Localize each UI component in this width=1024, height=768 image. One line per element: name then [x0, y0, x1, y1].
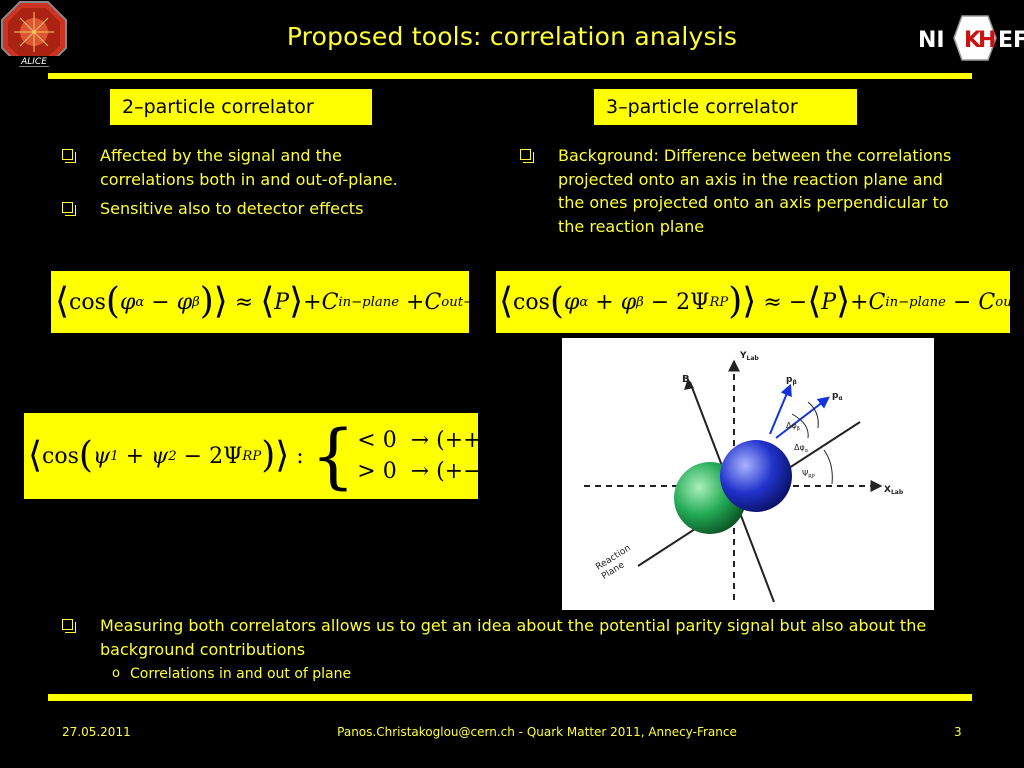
right-bullet-list: Background: Difference between the corre… [520, 144, 960, 244]
svg-text:H: H [978, 28, 996, 53]
blue-nucleus [720, 440, 792, 512]
svg-text:Δφβ: Δφβ [786, 421, 800, 432]
bottom-divider [48, 694, 972, 701]
svg-text:YLab: YLab [739, 351, 759, 362]
list-item: Affected by the signal and the correlati… [62, 144, 422, 191]
checkbox-bullet-icon [62, 149, 76, 163]
svg-text:NI: NI [918, 28, 945, 53]
top-divider [48, 73, 972, 79]
list-item: Background: Difference between the corre… [520, 144, 960, 238]
svg-text:K: K [964, 28, 982, 53]
three-particle-label: 3–particle correlator [594, 89, 857, 125]
svg-text:B: B [682, 374, 690, 385]
svg-text:EF: EF [998, 28, 1024, 53]
alice-logo: ALICE [0, 0, 68, 68]
svg-text:pβ: pβ [786, 375, 797, 386]
checkbox-bullet-icon [62, 619, 76, 633]
svg-text:Δφα: Δφα [794, 443, 809, 454]
svg-text:ΨRP: ΨRP [802, 469, 815, 480]
footer-center: Panos.Christakoglou@cern.ch - Quark Matt… [337, 725, 737, 739]
list-item: Measuring both correlators allows us to … [62, 614, 972, 661]
page-number: 3 [954, 725, 962, 739]
list-item: Sensitive also to detector effects [62, 197, 422, 221]
bottom-bullet-list: Measuring both correlators allows us to … [62, 614, 972, 663]
left-bullet-list: Affected by the signal and the correlati… [62, 144, 422, 227]
svg-text:ALICE: ALICE [20, 57, 47, 67]
checkbox-bullet-icon [520, 149, 534, 163]
svg-text:pα: pα [832, 391, 843, 402]
footer-date: 27.05.2011 [62, 725, 131, 739]
page-title: Proposed tools: correlation analysis [286, 22, 738, 51]
checkbox-bullet-icon [62, 202, 76, 216]
reaction-plane-diagram: YLab XLab B pβ pα Δφβ Δφα ΨRP Reaction P… [562, 338, 934, 610]
nikhef-logo: NI K H EF [912, 14, 1024, 62]
two-particle-label: 2–particle correlator [110, 89, 372, 125]
circle-bullet-icon: o [112, 666, 120, 681]
svg-text:XLab: XLab [884, 485, 904, 496]
